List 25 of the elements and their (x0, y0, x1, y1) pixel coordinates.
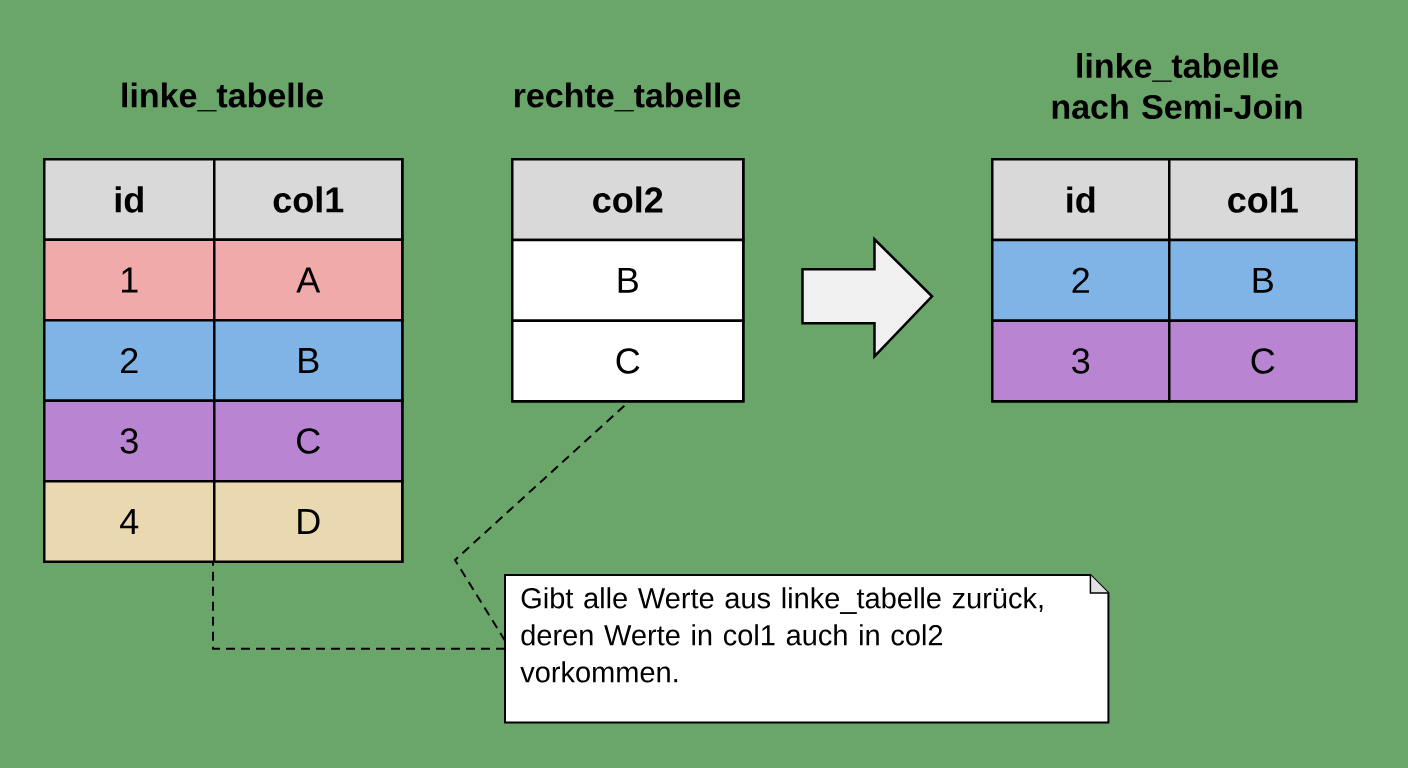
table-cell: A (213, 238, 404, 322)
table-heading: rechte_tabelle (514, 82, 741, 112)
table-cell: 2 (991, 238, 1171, 322)
table-cell: B (213, 319, 404, 402)
header-cell: id (43, 158, 216, 241)
header-cell: col1 (213, 158, 404, 241)
table-cell: C (1168, 319, 1358, 403)
header-cell: col1 (1168, 158, 1358, 242)
table-cell: D (213, 480, 404, 563)
block-arrow (801, 236, 934, 360)
note-box: Gibt alle Werte aus linke_tabelle zurück, deren Werte in col1 auch in col2 vorkommen. (504, 574, 1110, 724)
table-cell: 1 (43, 238, 216, 322)
table-cell: C (511, 319, 745, 403)
table-cell: 2 (43, 319, 216, 402)
table-heading: linke_tabelle nach Semi-Join (1052, 53, 1302, 119)
table-cell: 4 (43, 480, 216, 563)
leader-line (212, 562, 506, 650)
header-cell: id (991, 158, 1171, 242)
table-cell: B (511, 238, 745, 322)
table-cell: 3 (43, 399, 216, 483)
table-cell: B (1168, 238, 1358, 322)
header-cell: col2 (511, 158, 745, 242)
table-heading: linke_tabelle (122, 82, 323, 112)
table-cell: C (213, 399, 404, 483)
table-cell: 3 (991, 319, 1171, 403)
